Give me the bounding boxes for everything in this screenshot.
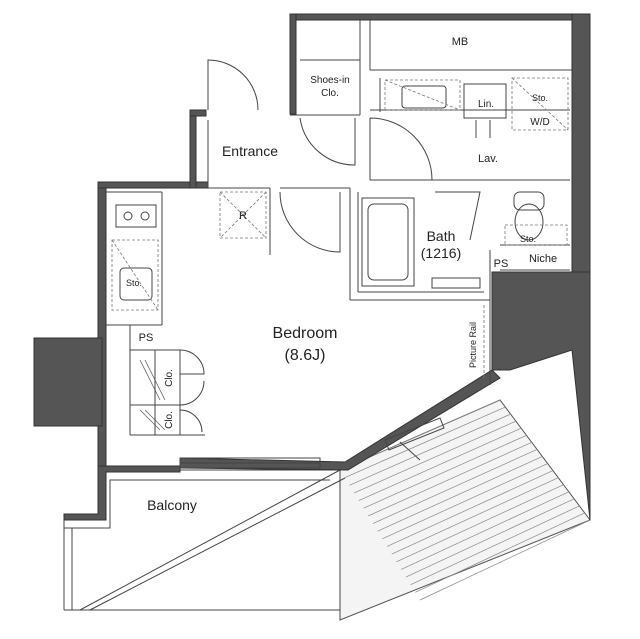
label-sto-wc: Sto. bbox=[520, 234, 536, 244]
deck-hatch-line bbox=[368, 442, 532, 517]
label-picture-rail: Picture Rail bbox=[468, 322, 478, 368]
deck-hatch-line bbox=[377, 456, 543, 532]
refrigerator-space bbox=[219, 191, 267, 239]
label-ps-left: PS bbox=[139, 332, 154, 344]
label-clo-a: Clo. bbox=[164, 369, 175, 387]
label-bath-size: (1216) bbox=[421, 245, 461, 261]
label-bedroom-size: (8.6J) bbox=[285, 347, 326, 364]
label-entrance: Entrance bbox=[222, 143, 278, 159]
label-r: R bbox=[239, 210, 247, 222]
label-niche: Niche bbox=[529, 253, 557, 265]
bathtub bbox=[361, 197, 481, 289]
label-sto-lav: Sto. bbox=[532, 93, 548, 103]
label-lin: Lin. bbox=[478, 99, 494, 110]
label-bedroom: Bedroom bbox=[273, 325, 338, 342]
toilet bbox=[504, 191, 568, 246]
balcony-deck-hatching bbox=[339, 399, 591, 621]
deck-hatch-line bbox=[358, 427, 522, 501]
lavatory bbox=[384, 77, 569, 131]
closets-left bbox=[139, 350, 166, 435]
deck-hatch-line bbox=[349, 413, 511, 486]
label-sto-kitchen: Sto. bbox=[126, 278, 142, 288]
label-wd: W/D bbox=[530, 117, 549, 128]
label-ps-right: PS bbox=[494, 258, 509, 270]
label-mb: MB bbox=[452, 36, 469, 48]
label-shoes-in: Shoes-in bbox=[310, 75, 349, 86]
deck-hatch-line bbox=[372, 449, 538, 524]
kitchen bbox=[111, 204, 159, 311]
deck-hatch-line bbox=[415, 512, 585, 593]
deck-hatch-line bbox=[410, 505, 580, 586]
deck-hatch-line bbox=[405, 498, 575, 578]
exterior-walls bbox=[33, 13, 591, 521]
label-lav: Lav. bbox=[478, 153, 498, 165]
deck-hatch-line bbox=[419, 519, 591, 601]
deck-hatch-line bbox=[353, 420, 517, 494]
doors bbox=[179, 59, 491, 433]
deck-hatch-line bbox=[386, 470, 554, 547]
deck-hatch-line bbox=[382, 463, 548, 540]
interior-walls bbox=[106, 20, 572, 436]
deck-hatch-line bbox=[363, 434, 527, 509]
label-clo-b: Clo. bbox=[164, 411, 175, 429]
label-balcony: Balcony bbox=[147, 497, 197, 513]
room-labels: MB Shoes-in Clo. Lin. Sto. W/D Entrance … bbox=[126, 36, 557, 513]
deck-hatch-line bbox=[396, 484, 564, 563]
windows bbox=[179, 417, 445, 469]
label-bath: Bath bbox=[427, 228, 456, 244]
label-shoes-clo: Clo. bbox=[321, 88, 339, 99]
deck-hatch-line bbox=[401, 491, 569, 570]
deck-hatch-line bbox=[391, 477, 559, 555]
deck-hatch-line bbox=[344, 406, 506, 478]
